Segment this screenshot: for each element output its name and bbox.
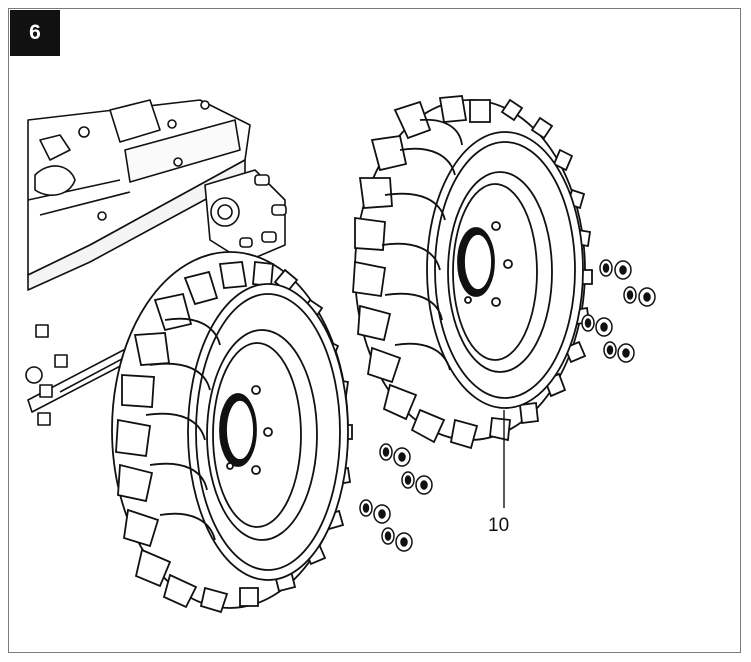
front-wheel xyxy=(111,251,353,614)
lug-nut-sets xyxy=(359,259,656,552)
rear-wheel xyxy=(352,95,593,450)
step-number-badge: 6 xyxy=(10,10,60,56)
callout-label-10: 10 xyxy=(488,515,510,536)
